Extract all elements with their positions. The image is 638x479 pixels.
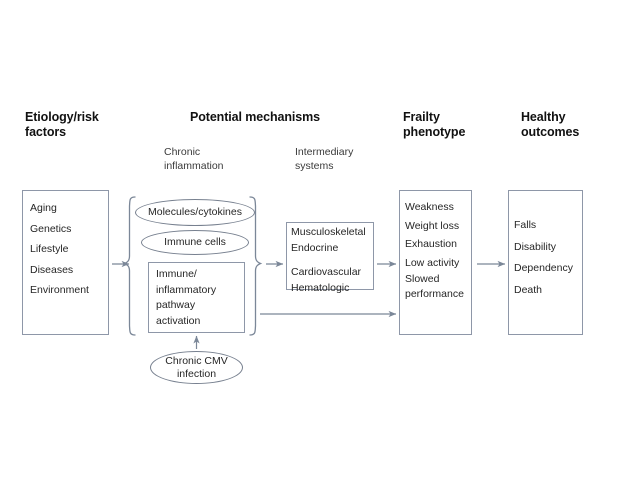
column-header-mechanisms: Potential mechanisms: [190, 110, 320, 124]
immune-inflammatory-pathway-box: [148, 262, 245, 333]
list-item-disability: Disability: [514, 240, 557, 253]
etiology-risk-factors-box: [22, 190, 109, 335]
list-item-environment: Environment: [30, 284, 89, 296]
healthy-outcomes-box: [508, 190, 583, 335]
column-header-etiology: Etiology/risk factors: [25, 110, 99, 139]
immune-inflammatory-pathway-label: Immune/ inflammatory pathway activation: [156, 268, 217, 327]
list-item-death: Death: [514, 283, 543, 296]
sub-header-chronic-inflammation: Chronic inflammation: [164, 146, 224, 172]
list-item-low-activity: Low activity: [405, 256, 460, 269]
list-item-weight-loss: Weight loss: [405, 219, 460, 232]
list-item-exhaustion: Exhaustion: [405, 238, 457, 250]
brace-mechanisms-left: [122, 196, 136, 336]
list-item-genetics: Genetics: [30, 222, 72, 235]
list-item-hematologic: Hematologic: [291, 281, 350, 294]
list-item-diseases: Diseases: [30, 263, 74, 276]
ellipse-immune-cells: Immune cells: [141, 230, 249, 255]
list-item-aging: Aging: [30, 202, 57, 214]
list-item-musculoskeletal: Musculoskeletal: [291, 226, 366, 238]
sub-header-intermediary-systems: Intermediary systems: [295, 146, 354, 172]
ellipse-chronic-cmv-infection: Chronic CMV infection: [150, 351, 243, 384]
frailty-phenotype-list: Weakness Weight loss Exhaustion Low acti…: [405, 198, 477, 301]
brace-mechanisms-right: [249, 196, 263, 336]
ellipse-molecules-cytokines: Molecules/cytokines: [135, 199, 255, 226]
list-item-weakness: Weakness: [405, 201, 454, 213]
list-item-falls: Falls: [514, 219, 537, 231]
column-header-frailty: Frailty phenotype: [403, 110, 466, 139]
healthy-outcomes-list: Falls Disability Dependency Death: [514, 215, 588, 301]
column-header-outcomes: Healthy outcomes: [521, 110, 580, 139]
etiology-item-list: Aging Genetics Lifestyle Diseases Enviro…: [30, 198, 110, 301]
list-item-cardiovascular: Cardiovascular: [291, 266, 362, 278]
list-item-slowed-performance: Slowed performance: [405, 273, 464, 300]
list-item-lifestyle: Lifestyle: [30, 243, 69, 255]
intermediary-systems-box: [286, 222, 374, 290]
list-item-endocrine: Endocrine: [291, 241, 339, 254]
frailty-phenotype-box: [399, 190, 472, 335]
intermediary-systems-list: Musculoskeletal Endocrine Cardiovascular…: [291, 225, 377, 296]
list-item-dependency: Dependency: [514, 262, 573, 274]
